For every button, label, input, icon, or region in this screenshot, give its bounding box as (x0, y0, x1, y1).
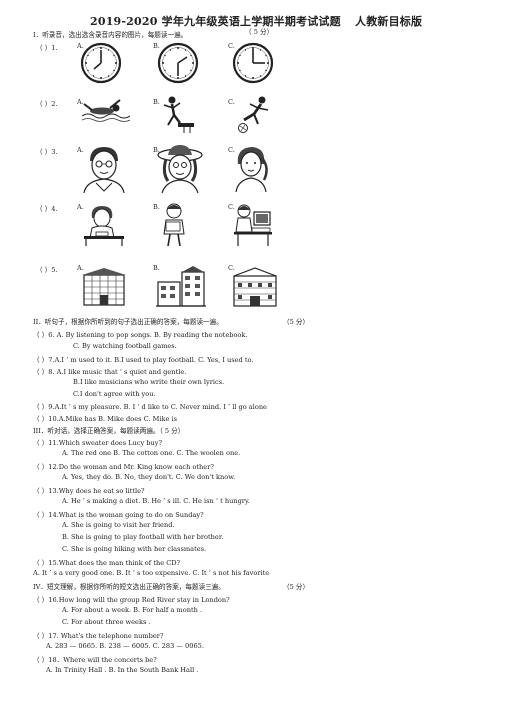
clock-b-image[interactable] (157, 42, 199, 84)
page-title: 2019-2020 学年九年级英语上学期半期考试试题 人教新目标版 (90, 13, 422, 29)
q16-option-c: C. For about three weeks . (62, 618, 151, 626)
q3-number: （ ）3. (36, 148, 58, 156)
q5-number: （ ）5. (36, 266, 58, 274)
q1-opt-c-label: C. (228, 42, 235, 50)
woman-computer-image[interactable] (232, 202, 272, 246)
q4-opt-b-label: B. (153, 203, 160, 211)
part2-score: （5 分） (283, 318, 310, 326)
q6-option-c: C. By watching football games. (73, 342, 177, 350)
q13-options: A. He ’ s making a diet. B. He ’ s ill. … (62, 497, 250, 505)
q14-line: （ ）14.What is the woman going to do on S… (33, 511, 204, 519)
q12-options: A. Yes, they do. B. No, they don't. C. W… (62, 473, 236, 481)
building-b-image[interactable] (156, 266, 206, 308)
man-glasses-image[interactable] (82, 145, 126, 193)
clock-c-image[interactable] (232, 42, 274, 84)
girl-braid-image[interactable] (232, 144, 272, 192)
building-a-image[interactable] (80, 267, 128, 307)
q8-option-b: B.I like musicians who write their own l… (73, 378, 225, 386)
q2-number: （ ）2. (36, 100, 58, 108)
swimmer-image[interactable] (80, 96, 130, 126)
q9-line: （ ）9.A.It ’ s my pleasure. B. I ’ d like… (33, 403, 267, 411)
part4-instruction: IV．短文理解，根据你所听的短文选出正确的答案，每题读三遍。 (33, 583, 225, 591)
q1-opt-b-label: B. (153, 42, 160, 50)
q12-line: （ ）12.Do the woman and Mr. King know eac… (33, 463, 214, 471)
boy-reading-image[interactable] (158, 202, 194, 246)
q4-number: （ ）4. (36, 205, 58, 213)
q16-options: A. For about a week. B. For half a month… (62, 606, 203, 614)
q16-line: （ ）16.How long will the group Red River … (33, 596, 230, 604)
part2-instruction: II．听句子，根据你所听到的句子选出正确的答案，每题读一遍。 (33, 318, 223, 326)
q1-number: （ ）1. (36, 44, 58, 52)
q4-opt-a-label: A. (77, 203, 84, 211)
q18-line: （ ）18．Where will the concerts be? (33, 656, 157, 664)
q17-line: （ ）17. What's the telephone number? (33, 632, 164, 640)
football-player-image[interactable] (236, 94, 272, 134)
q1-opt-a-label: A. (77, 42, 84, 50)
part3-instruction: III．听对话，选择正确答案，每题读两遍。（ 5 分） (33, 427, 185, 435)
building-c-image[interactable] (230, 266, 280, 308)
q3-opt-c-label: C. (228, 146, 235, 154)
q7-line: （ ）7.A.I ’ m used to it. B.I used to pla… (33, 356, 254, 364)
woman-hat-image[interactable] (156, 143, 206, 193)
q14-option-c: C. She is going hiking with her classmat… (62, 545, 207, 553)
q2-opt-c-label: C. (228, 98, 235, 106)
q3-opt-a-label: A. (77, 146, 84, 154)
q14-option-b: B. She is going to play football with he… (62, 533, 224, 541)
q6-line: （ ）6. A. By listening to pop songs. B. B… (33, 331, 248, 339)
q15-line: （ ）15.What does the man think of the CD? (33, 559, 181, 567)
q8-line: （ ）8. A.I like music that ’ s quiet and … (33, 368, 187, 376)
girl-desk-image[interactable] (82, 204, 126, 246)
q17-options: A. 283 — 0665. B. 238 — 6005. C. 283 — 0… (46, 642, 204, 650)
diver-image[interactable] (160, 93, 196, 133)
title-main: 2019-2020 学年九年级英语上学期半期考试试题 (90, 15, 341, 28)
clock-a-image[interactable] (80, 42, 122, 84)
q10-line: （ ）10.A.Mike has B. Mike does C. Mike is (33, 415, 177, 423)
q4-opt-c-label: C. (228, 203, 235, 211)
q13-line: （ ）13.Why does he eat so little? (33, 487, 145, 495)
part4-score: （5 分） (283, 583, 310, 591)
q2-opt-b-label: B. (153, 98, 160, 106)
q5-opt-a-label: A. (77, 264, 84, 272)
q5-opt-b-label: B. (153, 264, 160, 272)
part1-instruction: I．听录音，选出选含录音内容的图片，每题读一遍。 (33, 31, 188, 39)
q15-options: A. It ’ s a very good one. B. It ’ s too… (33, 569, 270, 577)
q2-opt-a-label: A. (77, 98, 84, 106)
q11-options: A. The red one B. The cotton one. C. The… (62, 449, 241, 457)
q8-option-c: C.I don't agree with you. (73, 390, 156, 398)
q14-option-a: A. She is going to visit her friend. (62, 521, 175, 529)
q18-options: A. In Trinity Hall . B. In the South Ban… (46, 666, 199, 674)
q5-opt-c-label: C. (228, 264, 235, 272)
q11-line: （ ）11.Which sweater does Lucy buy? (33, 439, 163, 447)
q3-opt-b-label: B. (153, 146, 160, 154)
part1-score: （ 5 分） (245, 28, 274, 36)
title-edition: 人教新目标版 (355, 15, 423, 28)
